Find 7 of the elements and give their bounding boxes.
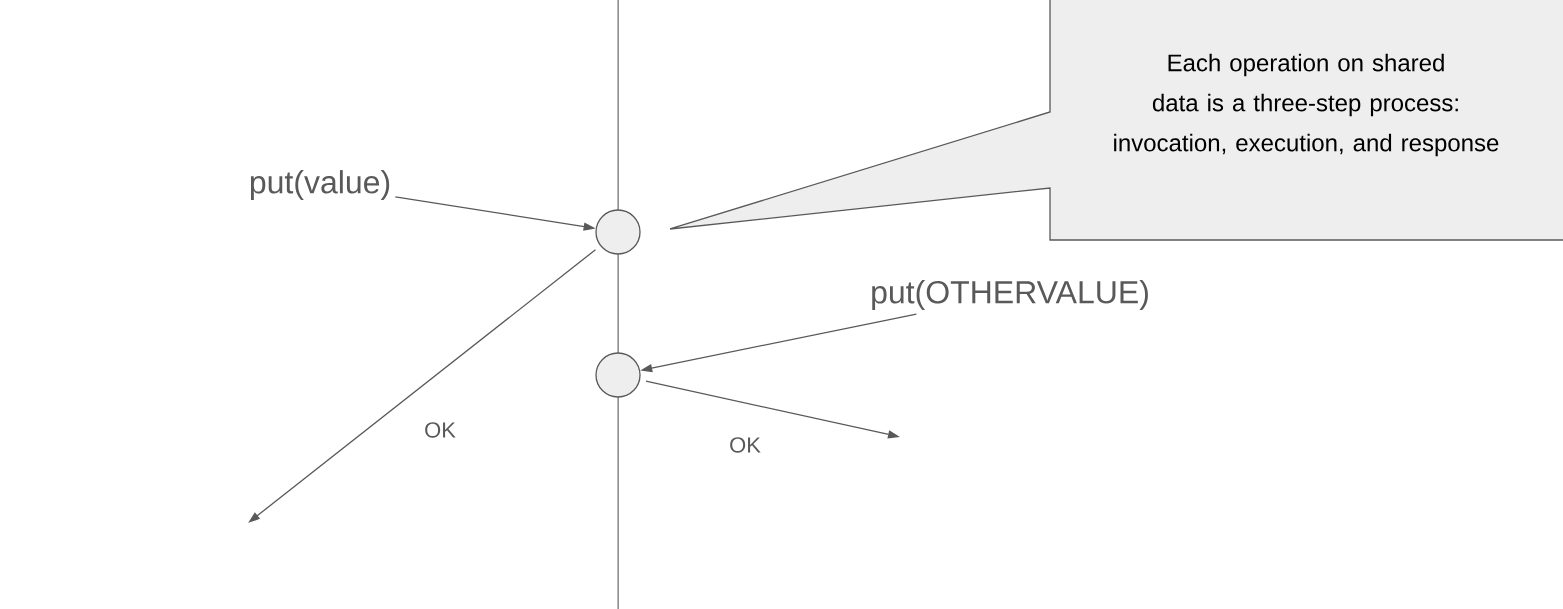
- text-label: put(OTHERVALUE): [872, 280, 1148, 310]
- event-circle: [595, 209, 641, 255]
- callout-box: Each operation on shared data is a three-step process: invocation, execution, and response: [669, 0, 1563, 241]
- edge-label: OK: [727, 435, 763, 455]
- event-circle: [595, 352, 641, 398]
- text-label: put(value): [250, 170, 390, 200]
- edge-label: OK: [422, 420, 458, 440]
